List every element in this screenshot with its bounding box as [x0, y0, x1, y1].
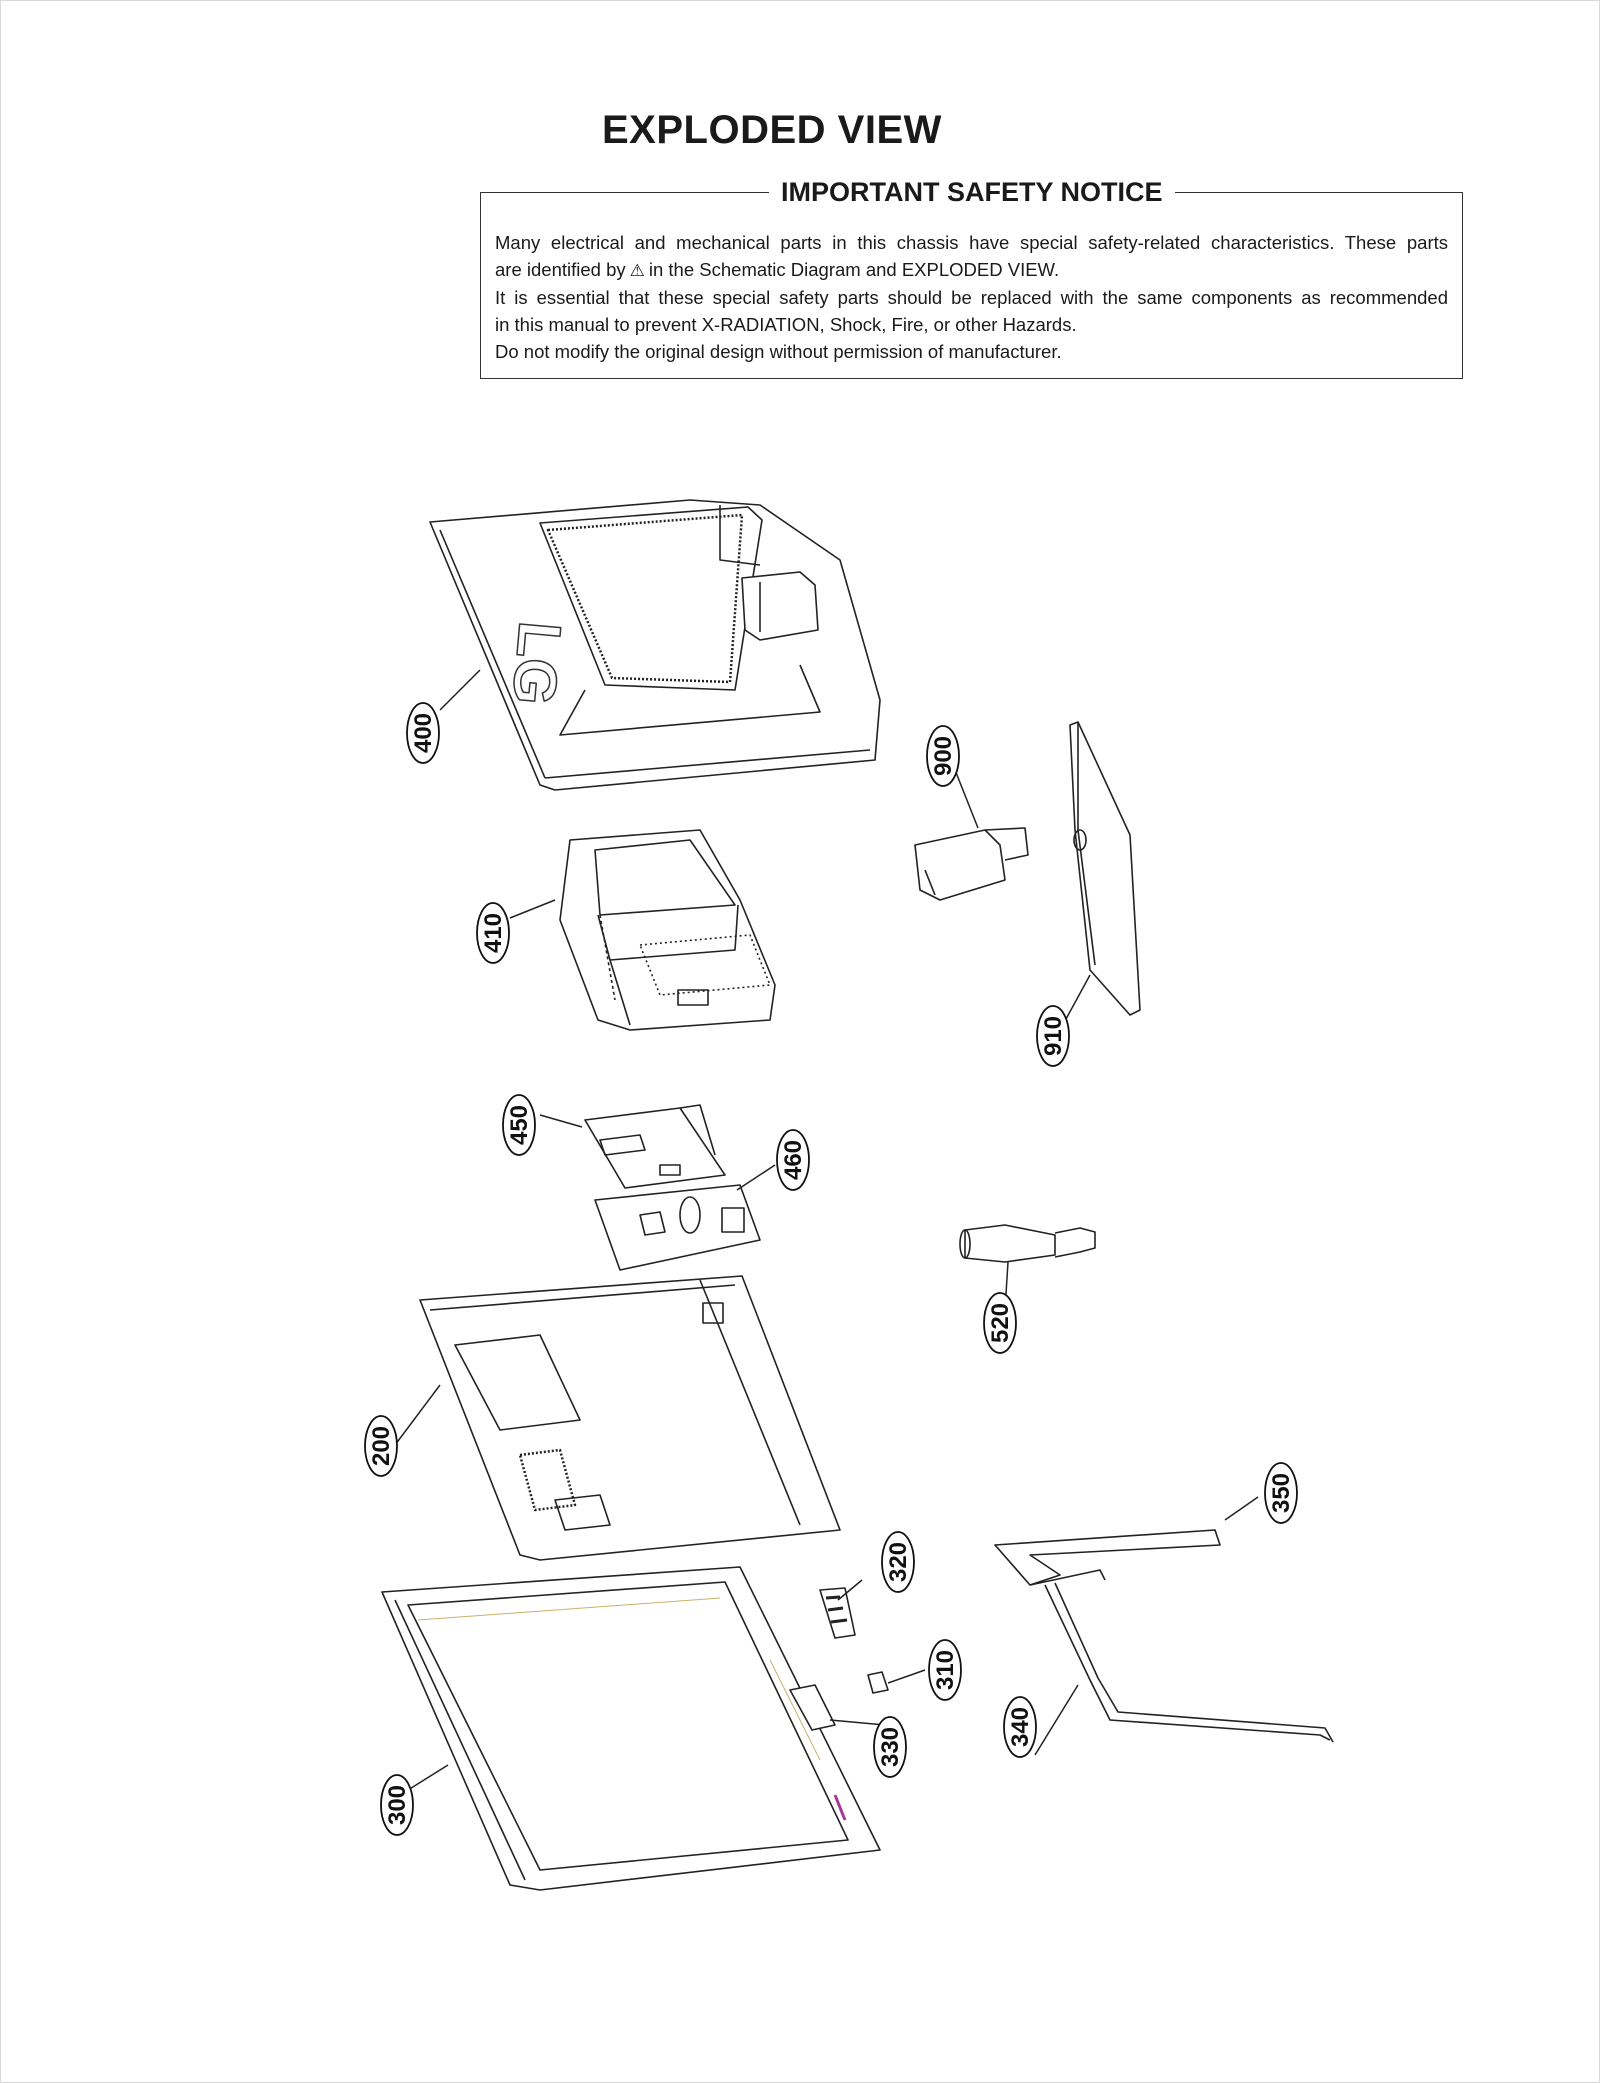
callout-310: 310: [928, 1639, 962, 1701]
callout-340: 340: [1003, 1696, 1037, 1758]
part-300-front-bezel: [381, 1566, 881, 1891]
safety-notice-heading: IMPORTANT SAFETY NOTICE: [769, 177, 1175, 208]
callout-410: 410: [476, 902, 510, 964]
callout-320-label: 320: [885, 1542, 912, 1582]
part-330-button-board: [789, 1684, 836, 1731]
callout-520: 520: [983, 1292, 1017, 1354]
notice-line-4: in this manual to prevent X-RADIATION, S…: [495, 314, 1077, 335]
callout-460: 460: [776, 1129, 810, 1191]
lg-logo: LG: [500, 619, 574, 708]
safety-notice-box: IMPORTANT SAFETY NOTICE Many electrical …: [480, 177, 1463, 379]
notice-line-2-pre: are identified by: [495, 259, 626, 280]
callout-200: 200: [364, 1415, 398, 1477]
callout-900-label: 900: [930, 736, 957, 776]
notice-line-2: are identified by⚠in the Schematic Diagr…: [495, 256, 1448, 284]
callout-340-label: 340: [1007, 1707, 1034, 1747]
callout-350: 350: [1264, 1462, 1298, 1524]
part-900-hinge: [914, 827, 1029, 901]
callout-320: 320: [881, 1531, 915, 1593]
part-460-control-board: [594, 1184, 761, 1271]
part-520-knob: [959, 1224, 1096, 1263]
callout-410-label: 410: [480, 913, 507, 953]
part-callouts: 400 410 900 910 450 460 520 200 350 320 …: [364, 702, 1298, 1836]
part-200-lcd-panel: [419, 1275, 841, 1561]
callout-330-label: 330: [877, 1727, 904, 1767]
callout-300-label: 300: [384, 1785, 411, 1825]
callout-330: 330: [873, 1716, 907, 1778]
part-340-stand-arm: [1044, 1582, 1334, 1743]
callout-450: 450: [502, 1094, 536, 1156]
callout-910: 910: [1036, 1005, 1070, 1067]
safety-notice-body: Many electrical and mechanical parts in …: [495, 229, 1448, 365]
part-450-interface-board: [584, 1104, 726, 1189]
notice-line-1: Many electrical and mechanical parts in …: [495, 232, 1448, 253]
part-350-cable: [994, 1529, 1221, 1586]
callout-400: 400: [406, 702, 440, 764]
part-910-stand-base: [1069, 721, 1141, 1016]
part-410-chassis-frame: [559, 829, 776, 1031]
notice-line-3: It is essential that these special safet…: [495, 287, 1448, 308]
callout-310-label: 310: [932, 1650, 959, 1690]
callout-520-label: 520: [987, 1303, 1014, 1343]
callout-300: 300: [380, 1774, 414, 1836]
part-320-button-bracket: [819, 1587, 856, 1639]
callout-900: 900: [926, 725, 960, 787]
callout-350-label: 350: [1268, 1473, 1295, 1513]
page-title: EXPLODED VIEW: [602, 108, 942, 152]
callout-450-label: 450: [506, 1105, 533, 1145]
callout-400-label: 400: [410, 713, 437, 753]
part-400-back-cover: LG: [429, 499, 881, 791]
callout-200-label: 200: [368, 1426, 395, 1466]
callout-910-label: 910: [1040, 1016, 1067, 1056]
warning-triangle-icon: ⚠: [629, 261, 645, 280]
notice-line-5: Do not modify the original design withou…: [495, 341, 1062, 362]
notice-line-2-post: in the Schematic Diagram and EXPLODED VI…: [648, 259, 1060, 280]
callout-460-label: 460: [780, 1140, 807, 1180]
part-310-button: [867, 1671, 889, 1694]
